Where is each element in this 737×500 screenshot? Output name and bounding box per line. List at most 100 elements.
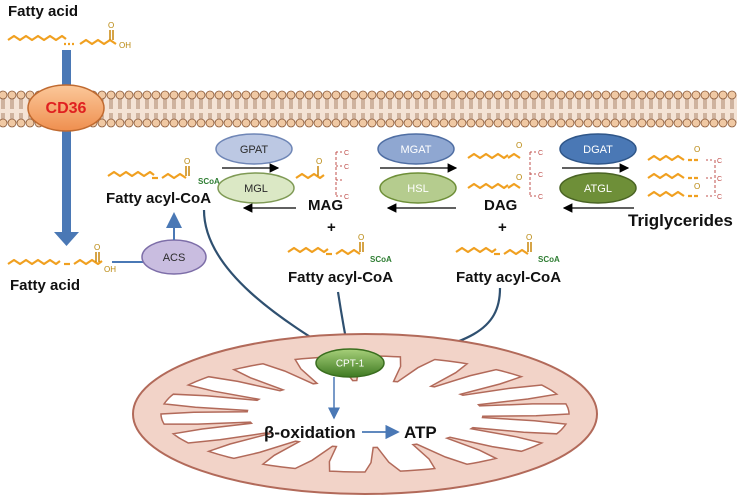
phospholipid-head xyxy=(493,90,503,100)
atgl-label: ATGL xyxy=(584,183,612,195)
phospholipid-head xyxy=(637,90,647,100)
fatty-acyl-coa-right-molecule: O SCoA xyxy=(455,233,560,264)
phospholipid-head xyxy=(142,118,152,128)
scoa-group: SCoA xyxy=(538,255,560,264)
phospholipid-head xyxy=(709,118,719,128)
phospholipid-head xyxy=(205,90,215,100)
phospholipid-tail xyxy=(253,99,257,119)
phospholipid-head xyxy=(205,118,215,128)
phospholipid-tail xyxy=(244,99,248,119)
phospholipid-head xyxy=(601,118,611,128)
acs-label: ACS xyxy=(163,252,186,264)
phospholipid-tail xyxy=(136,99,140,119)
cpt1-transporter xyxy=(315,348,385,378)
phospholipid-head xyxy=(322,118,332,128)
o-atom: O xyxy=(516,173,522,182)
phospholipid-head xyxy=(610,90,620,100)
atp-label: ATP xyxy=(404,423,437,442)
phospholipid-head xyxy=(0,118,8,128)
phospholipid-head xyxy=(385,118,395,128)
phospholipid-head xyxy=(97,118,107,128)
phospholipid-head xyxy=(16,90,26,100)
phospholipid-head xyxy=(124,118,134,128)
phospholipid-head xyxy=(304,90,314,100)
phospholipid-head xyxy=(466,118,476,128)
phospholipid-tail xyxy=(118,99,122,119)
phospholipid-head xyxy=(241,90,251,100)
phospholipid-head xyxy=(493,118,503,128)
phospholipid-head xyxy=(250,118,260,128)
o-atom: O xyxy=(184,157,190,166)
phospholipid-head xyxy=(385,90,395,100)
phospholipid-head xyxy=(160,118,170,128)
phospholipid-tail xyxy=(127,99,131,119)
phospholipid-tail xyxy=(199,99,203,119)
phospholipid-head xyxy=(628,118,638,128)
phospholipid-head xyxy=(475,118,485,128)
atgl-enzyme xyxy=(559,172,637,204)
phospholipid-tail xyxy=(181,99,185,119)
phospholipid-head xyxy=(718,118,728,128)
phospholipid-tail xyxy=(730,99,734,119)
phospholipid-tail xyxy=(208,99,212,119)
phospholipid-head xyxy=(367,90,377,100)
phospholipid-head xyxy=(430,90,440,100)
plus-2: + xyxy=(498,219,507,236)
phospholipid-head xyxy=(331,118,341,128)
phospholipid-head xyxy=(214,90,224,100)
phospholipid-tail xyxy=(478,99,482,119)
c-atom: C xyxy=(538,150,543,157)
phospholipid-head xyxy=(187,90,197,100)
phospholipid-head xyxy=(268,90,278,100)
phospholipid-head xyxy=(358,118,368,128)
phospholipid-tail xyxy=(631,99,635,119)
phospholipid-tail xyxy=(334,99,338,119)
phospholipid-head xyxy=(583,90,593,100)
phospholipid-tail xyxy=(10,99,14,119)
phospholipid-head xyxy=(268,118,278,128)
o-atom: O xyxy=(316,157,322,166)
phospholipid-tail xyxy=(325,99,329,119)
phospholipid-head xyxy=(439,118,449,128)
phospholipid-head xyxy=(466,90,476,100)
phospholipid-tail xyxy=(379,99,383,119)
phospholipid-tail xyxy=(442,99,446,119)
phospholipid-head xyxy=(646,118,656,128)
mgl-enzyme xyxy=(217,172,295,204)
fatty-acyl-coa-left-label: Fatty acyl-CoA xyxy=(106,190,211,207)
transport-arrow-shaft xyxy=(62,50,71,240)
triglycerides-label: Triglycerides xyxy=(628,211,733,230)
phospholipid-tail xyxy=(271,99,275,119)
phospholipid-head xyxy=(376,118,386,128)
phospholipid-head xyxy=(520,90,530,100)
phospholipid-tail xyxy=(190,99,194,119)
fatty-acid-bottom-molecule: O OH xyxy=(7,243,116,274)
phospholipid-tail xyxy=(289,99,293,119)
phospholipid-head xyxy=(142,90,152,100)
mgat-enzyme xyxy=(377,133,455,165)
phospholipid-head xyxy=(439,90,449,100)
phospholipid-head xyxy=(484,90,494,100)
o-atom: O xyxy=(694,145,700,154)
phospholipid-tail xyxy=(712,99,716,119)
phospholipid-head xyxy=(700,90,710,100)
fatty-acid-top-label: Fatty acid xyxy=(8,3,78,20)
phospholipid-head xyxy=(214,118,224,128)
c-atom: C xyxy=(717,176,722,183)
fatty-acyl-coa-mid-molecule: O SCoA xyxy=(287,233,392,264)
fatty-acyl-coa-mid-label: Fatty acyl-CoA xyxy=(288,269,393,286)
phospholipid-head xyxy=(547,118,557,128)
phospholipid-head xyxy=(196,90,206,100)
phospholipid-tail xyxy=(622,99,626,119)
phospholipid-head xyxy=(574,90,584,100)
mag-label: MAG xyxy=(308,197,343,214)
cd36-transporter xyxy=(27,84,105,132)
phospholipid-head xyxy=(691,90,701,100)
phospholipid-head xyxy=(664,118,674,128)
phospholipid-head xyxy=(529,90,539,100)
phospholipid-tail xyxy=(154,99,158,119)
phospholipid-tail xyxy=(685,99,689,119)
phospholipid-head xyxy=(106,90,116,100)
c-atom: C xyxy=(538,194,543,201)
phospholipid-head xyxy=(394,90,404,100)
